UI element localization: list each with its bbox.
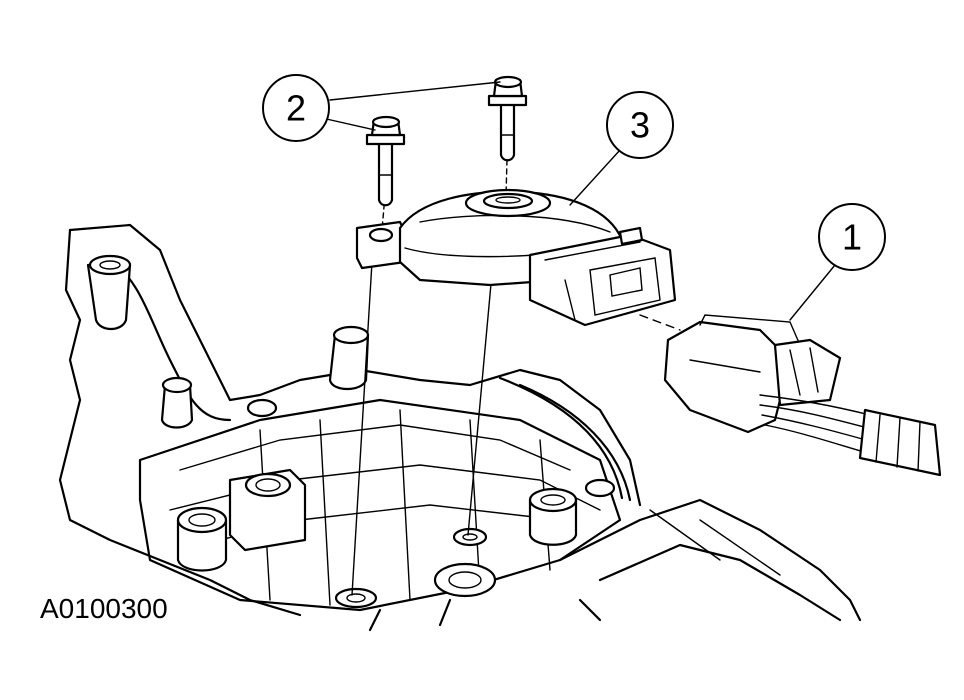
callout-2-number: 2 xyxy=(286,88,306,129)
callout-1: 1 xyxy=(818,203,886,271)
callout-2: 2 xyxy=(262,74,330,142)
callout-3: 3 xyxy=(606,91,674,159)
callout-3-number: 3 xyxy=(630,105,650,146)
bolt-right-icon xyxy=(487,75,528,162)
alignment-lines xyxy=(351,159,681,596)
range-sensor-icon xyxy=(355,188,677,327)
connector-icon xyxy=(663,314,942,477)
callout-1-number: 1 xyxy=(842,217,862,258)
transmission-case-icon xyxy=(58,223,862,632)
leader-lines xyxy=(321,81,836,321)
bolt-left-icon xyxy=(365,115,406,207)
figure-id-label: A0100300 xyxy=(40,593,168,624)
